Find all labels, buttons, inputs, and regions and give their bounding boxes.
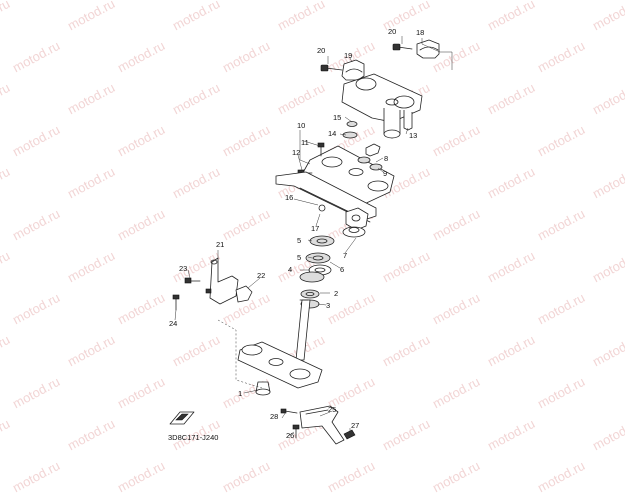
callout-20: 20 xyxy=(388,27,396,36)
bearing-stack xyxy=(299,226,366,309)
callout-16: 16 xyxy=(285,193,293,202)
headlight-bracket xyxy=(275,171,377,231)
callout-19: 19 xyxy=(344,51,352,60)
callout-20: 20 xyxy=(317,46,325,55)
diagram-code: 3D8C171-J240 xyxy=(168,433,218,442)
callout-17: 17 xyxy=(311,224,319,233)
callout-15: 15 xyxy=(333,113,341,122)
callout-25: 25 xyxy=(328,405,336,414)
handlebar-holder-lower xyxy=(320,59,365,81)
brake-hose-holder xyxy=(172,257,253,311)
leader-lines xyxy=(174,36,453,437)
callout-28: 28 xyxy=(270,412,278,421)
callout-12: 12 xyxy=(292,148,300,157)
callout-3: 3 xyxy=(326,301,330,310)
handle-crown xyxy=(341,73,423,139)
callout-22: 22 xyxy=(257,271,265,280)
callout-9: 9 xyxy=(383,169,387,178)
callout-14: 14 xyxy=(328,129,336,138)
nut-15 xyxy=(346,121,358,127)
callout-21: 21 xyxy=(216,240,224,249)
handlebar-holder-upper xyxy=(392,39,440,59)
exploded-view-drawing: 1234556789101112131415161718192020212223… xyxy=(168,27,453,445)
callout-4: 4 xyxy=(288,265,292,274)
callout-10: 10 xyxy=(297,121,305,130)
lower-stay xyxy=(280,405,356,445)
callout-2: 2 xyxy=(334,289,338,298)
callout-24: 24 xyxy=(169,319,177,328)
steering-shaft xyxy=(237,299,323,396)
callout-13: 13 xyxy=(409,131,417,140)
callout-5: 5 xyxy=(297,253,301,262)
callout-11: 11 xyxy=(301,138,309,147)
callout-6: 6 xyxy=(340,265,344,274)
callout-26: 26 xyxy=(286,431,294,440)
callout-8: 8 xyxy=(384,154,388,163)
callout-7: 7 xyxy=(343,251,347,260)
callout-27: 27 xyxy=(351,421,359,430)
callout-1: 1 xyxy=(238,389,242,398)
callout-numbers: 1234556789101112131415161718192020212223… xyxy=(169,27,424,440)
washer-14 xyxy=(342,131,358,139)
callout-5: 5 xyxy=(297,236,301,245)
callout-23: 23 xyxy=(179,264,187,273)
front-direction-icon xyxy=(169,411,195,425)
callout-18: 18 xyxy=(416,28,424,37)
